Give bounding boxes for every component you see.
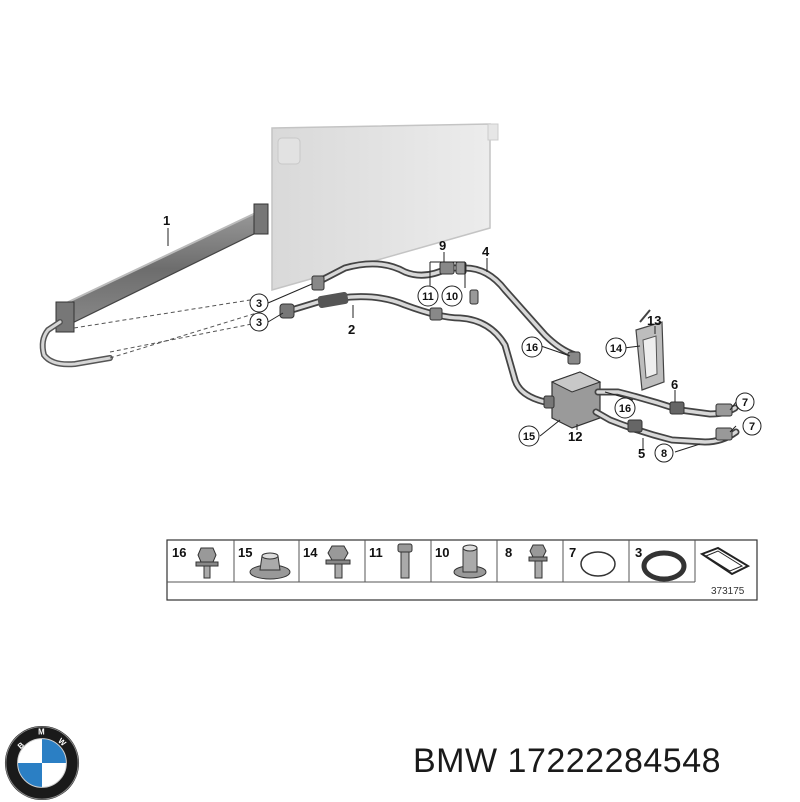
strip-number-3: 3 <box>635 545 642 560</box>
strip-number-8: 8 <box>505 545 512 560</box>
strip-number-10: 10 <box>435 545 449 560</box>
callout-6: 6 <box>671 377 678 392</box>
callout-13: 13 <box>647 313 661 328</box>
callout-8: 8 <box>661 448 667 460</box>
callout-10: 10 <box>446 291 458 303</box>
callout-3-upper: 3 <box>256 298 262 310</box>
strip-number-7: 7 <box>569 545 576 560</box>
hose-lines-right <box>592 388 740 446</box>
callout-1: 1 <box>163 213 170 228</box>
brand-part-number-caption: BMW 17222284548 <box>413 742 722 780</box>
heat-exchanger <box>543 371 602 429</box>
callout-3-lower: 3 <box>256 317 262 329</box>
svg-text:B: B <box>16 740 26 751</box>
oil-cooler <box>55 203 269 333</box>
parts-strip: 16 15 14 11 10 <box>166 539 758 601</box>
callout-12: 12 <box>568 429 582 444</box>
callout-leaders <box>167 228 737 453</box>
flange-bolt-icon <box>195 547 219 579</box>
callout-2: 2 <box>348 322 355 337</box>
callout-9: 9 <box>439 238 446 253</box>
strip-number-11: 11 <box>369 545 383 560</box>
flange-nut-icon <box>249 552 291 580</box>
strip-number-14: 14 <box>303 545 318 560</box>
radiator <box>271 123 499 291</box>
strip-number-16: 16 <box>172 545 186 560</box>
hose-clip-icon <box>699 546 751 576</box>
callout-11: 11 <box>422 291 434 303</box>
callout-4: 4 <box>482 244 490 259</box>
cooler-loop-pipe <box>39 319 113 368</box>
bmw-logo-icon: B M W <box>4 725 80 801</box>
callout-7-lower: 7 <box>749 421 755 433</box>
screw-icon <box>397 543 413 579</box>
leader-lines <box>73 299 263 359</box>
o-ring-thick-icon <box>641 550 687 582</box>
svg-text:W: W <box>56 736 68 748</box>
callout-15: 15 <box>523 431 535 443</box>
sleeve-nut-icon <box>453 544 487 579</box>
upper-fittings <box>311 261 581 365</box>
callout-16-upper: 16 <box>526 342 538 354</box>
hose-line-lower <box>279 291 549 406</box>
strip-number-15: 15 <box>238 545 252 560</box>
bracket <box>635 309 665 391</box>
svg-text:M: M <box>38 728 45 737</box>
callout-14: 14 <box>610 343 623 355</box>
callout-7-upper: 7 <box>742 397 748 409</box>
callout-5: 5 <box>638 446 645 461</box>
hex-bolt-icon <box>325 545 351 579</box>
reference-code: 373175 <box>711 586 745 597</box>
circled-callouts <box>249 285 762 463</box>
hex-screw-icon <box>528 544 548 579</box>
callout-16-lower: 16 <box>619 403 631 415</box>
o-ring-thin-icon <box>580 551 616 577</box>
